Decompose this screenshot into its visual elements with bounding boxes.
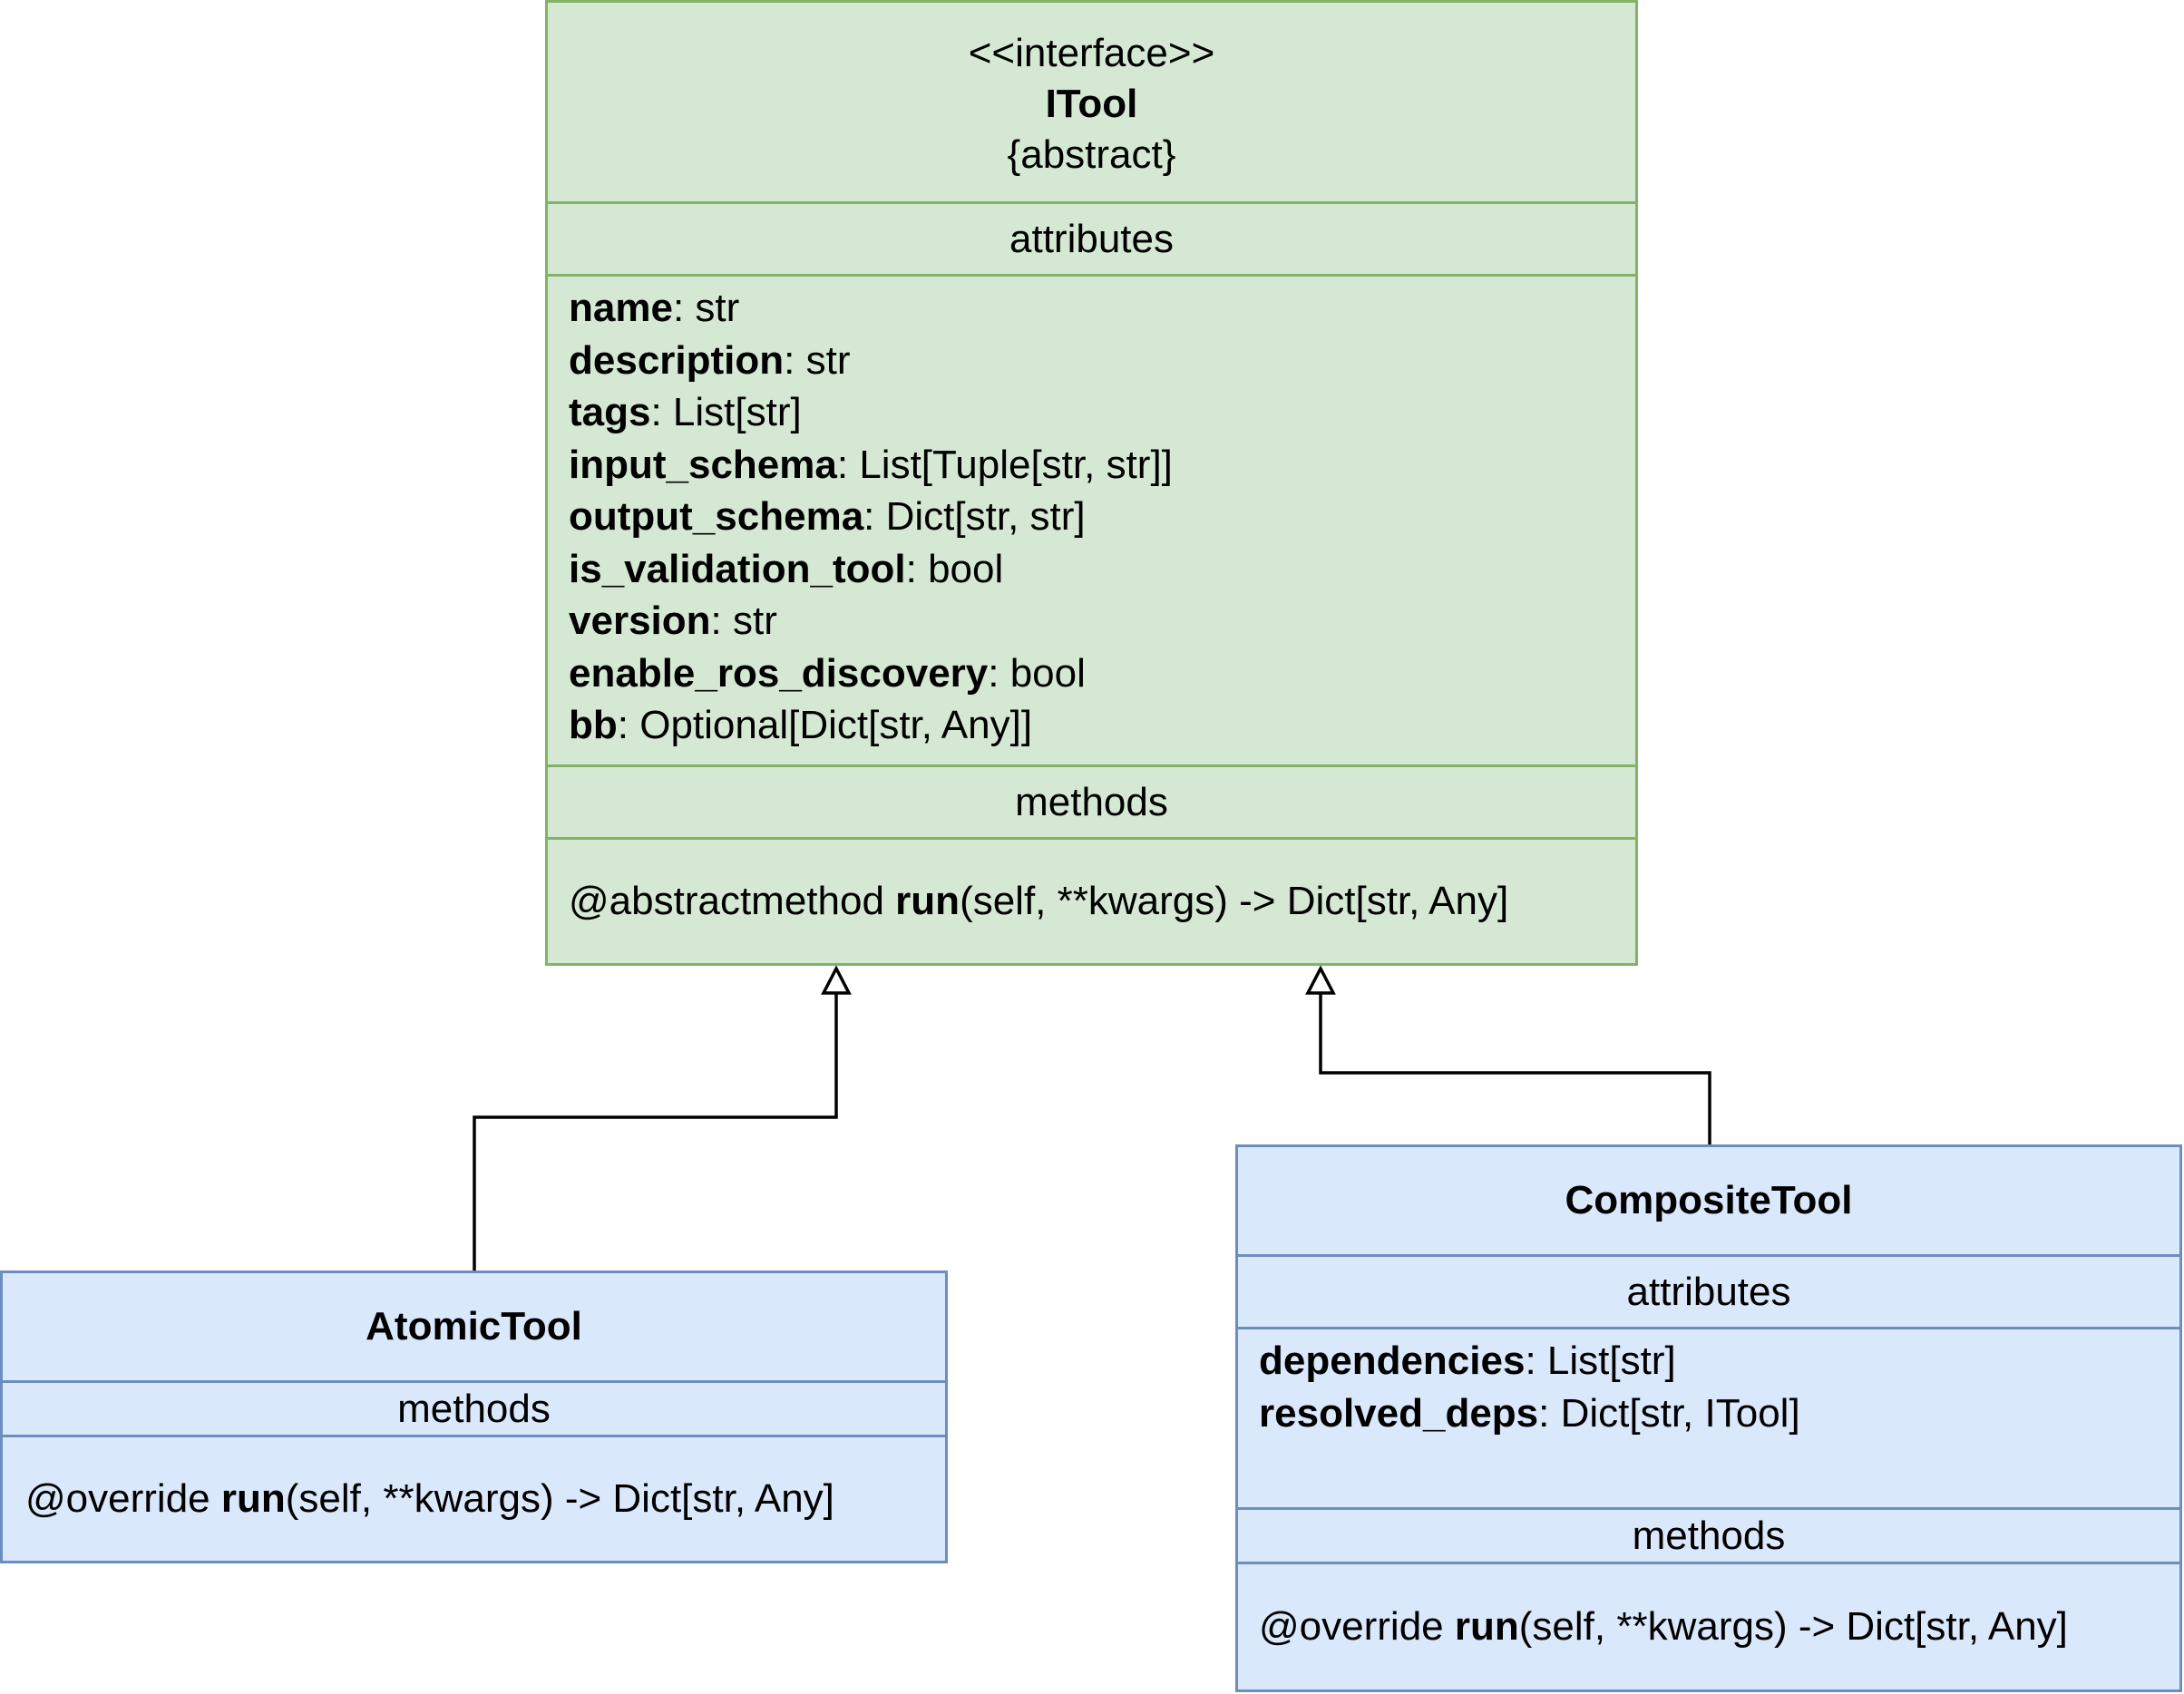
atomic-generalization-arrowhead [821,965,852,995]
itool-modifier: {abstract} [1007,131,1176,177]
attribute-row: version: str [569,595,1635,647]
compositetool-methods-label: methods [1238,1510,2179,1564]
method-prefix: @abstractmethod [569,879,896,923]
attribute-name: dependencies [1259,1339,1526,1383]
attribute-type: : bool [905,546,1004,591]
atomictool-name: AtomicTool [3,1273,945,1383]
method-signature: (self, **kwargs) -> Dict[str, Any] [960,879,1509,923]
attribute-type: : List[Tuple[str, str]] [836,442,1173,487]
method-name: run [220,1476,286,1521]
atomictool-methods-label: methods [3,1383,945,1437]
compositetool-name: CompositeTool [1238,1147,2179,1257]
attribute-type: : Dict[str, str] [863,494,1086,539]
composite-generalization-line [1319,992,1711,1144]
attribute-type: : bool [988,650,1086,696]
composite-generalization-arrowhead [1305,965,1336,995]
attribute-name: version [569,599,711,643]
attribute-name: is_validation_tool [569,546,906,591]
compositetool-attributes-label: attributes [1238,1257,2179,1329]
attribute-row: is_validation_tool: bool [569,543,1635,596]
itool-methods-label: methods [548,767,1635,840]
method-name: run [1454,1604,1519,1649]
attribute-row: output_schema: Dict[str, str] [569,491,1635,543]
attribute-name: enable_ros_discovery [569,650,989,696]
attribute-type: : str [672,286,740,330]
itool-name: ITool [1045,81,1138,126]
atomictool-method-row: @override run(self, **kwargs) -> Dict[st… [3,1437,945,1561]
compositetool-attributes-list: dependencies: List[str] resolved_deps: D… [1238,1329,2179,1510]
atomic-generalization-line [473,992,838,1271]
itool-method-row: @abstractmethod run(self, **kwargs) -> D… [548,840,1635,963]
atomictool-class-box[interactable]: AtomicTool methods @override run(self, *… [0,1270,948,1563]
method-signature: (self, **kwargs) -> Dict[str, Any] [285,1476,834,1521]
itool-attributes-list: name: str description: str tags: List[st… [548,277,1635,767]
attribute-type: : Dict[str, ITool] [1538,1390,1800,1436]
attribute-row: description: str [569,335,1635,387]
method-prefix: @override [25,1476,221,1521]
compositetool-method-row: @override run(self, **kwargs) -> Dict[st… [1238,1564,2179,1689]
attribute-type: : Optional[Dict[str, Any]] [617,703,1033,747]
attribute-name: tags [569,390,651,434]
attribute-type: : List[str] [650,390,802,434]
attribute-name: description [569,337,785,383]
attribute-row: resolved_deps: Dict[str, ITool] [1259,1387,2179,1440]
compositetool-class-box[interactable]: CompositeTool attributes dependencies: L… [1235,1144,2182,1692]
attribute-row: dependencies: List[str] [1259,1335,2179,1387]
attribute-type: : List[str] [1525,1339,1676,1383]
attribute-row: name: str [569,282,1635,335]
attribute-row: tags: List[str] [569,386,1635,439]
attribute-name: input_schema [569,442,837,487]
attribute-row: enable_ros_discovery: bool [569,647,1635,700]
method-signature: (self, **kwargs) -> Dict[str, Any] [1518,1604,2068,1649]
attribute-name: output_schema [569,494,864,539]
itool-attributes-label: attributes [548,204,1635,277]
itool-header: <<interface>> ITool {abstract} [548,3,1635,204]
attribute-row: input_schema: List[Tuple[str, str]] [569,439,1635,492]
attribute-name: name [569,286,673,330]
method-prefix: @override [1259,1604,1455,1649]
attribute-row: bb: Optional[Dict[str, Any]] [569,699,1635,752]
attribute-name: resolved_deps [1259,1390,1539,1436]
itool-stereotype: <<interface>> [968,30,1215,75]
attribute-type: : str [710,599,777,643]
itool-class-box[interactable]: <<interface>> ITool {abstract} attribute… [545,0,1638,966]
method-name: run [895,879,960,923]
attribute-name: bb [569,703,618,747]
attribute-type: : str [784,337,851,383]
